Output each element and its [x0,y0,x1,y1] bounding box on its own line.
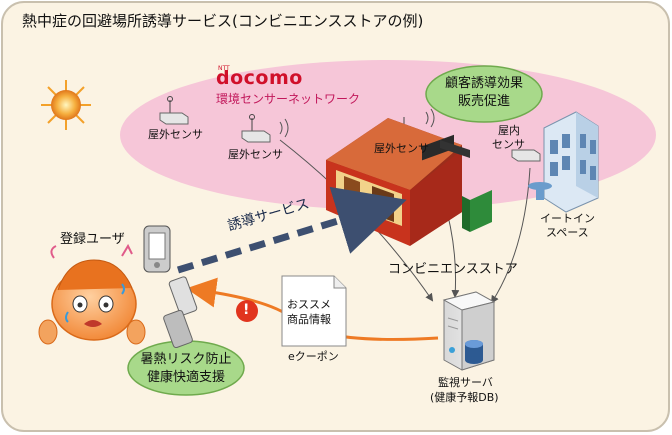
outdoor-sensor-label-2: 屋外センサ [228,148,283,161]
outdoor-sensor-icon [159,96,189,125]
indoor-sensor-icon [511,149,541,162]
indoor-sensor-label-1: 屋内 [498,124,520,137]
ntt-mark: NTT [218,65,230,72]
eat-in-space-icon [528,111,599,213]
health-benefit-line1: 暑熱リスク防止 [140,352,232,367]
alert-mark: ! [243,302,250,318]
page-title: 熱中症の回避場所誘導サービス(コンビニエンスストアの例) [22,12,424,30]
alert-icon [236,300,258,322]
sun-icon [41,80,91,130]
flip-phone-icon [163,276,198,349]
health-benefit-bubble [127,340,245,396]
overheated-user-icon [38,243,146,345]
indoor-sensor-label-2: センサ [492,138,525,151]
smartphone-icon [143,225,171,273]
convenience-store-label: コンビニエンスストア [388,262,518,277]
docomo-logo: docomo [216,67,303,89]
coupon-line1: おススメ [287,298,331,311]
store-sensor-label: 屋外センサ [374,142,429,155]
coupon-caption: eクーポン [288,350,339,363]
eat-in-label-1: イートイン [540,212,595,225]
monitor-server-icon [442,291,496,371]
coupon-line2: 商品情報 [287,313,331,326]
outdoor-sensor-icon [241,114,271,143]
registered-user-label: 登録ユーザ [60,232,125,247]
guidance-arrow [176,186,407,274]
customer-benefit-line1: 顧客誘導効果 [444,76,523,91]
sensor-network-label: 環境センサーネットワーク [216,92,361,106]
health-benefit-line2: 健康快適支援 [146,370,225,385]
server-label-1: 監視サーバ [438,376,493,389]
server-label-2: (健康予報DB) [430,391,499,404]
outdoor-sensor-label-1: 屋外センサ [148,128,203,141]
eat-in-label-2: スペース [546,226,589,239]
customer-benefit-bubble [425,65,543,123]
customer-benefit-line2: 販売促進 [457,94,510,109]
coupon-document-icon [281,275,347,347]
